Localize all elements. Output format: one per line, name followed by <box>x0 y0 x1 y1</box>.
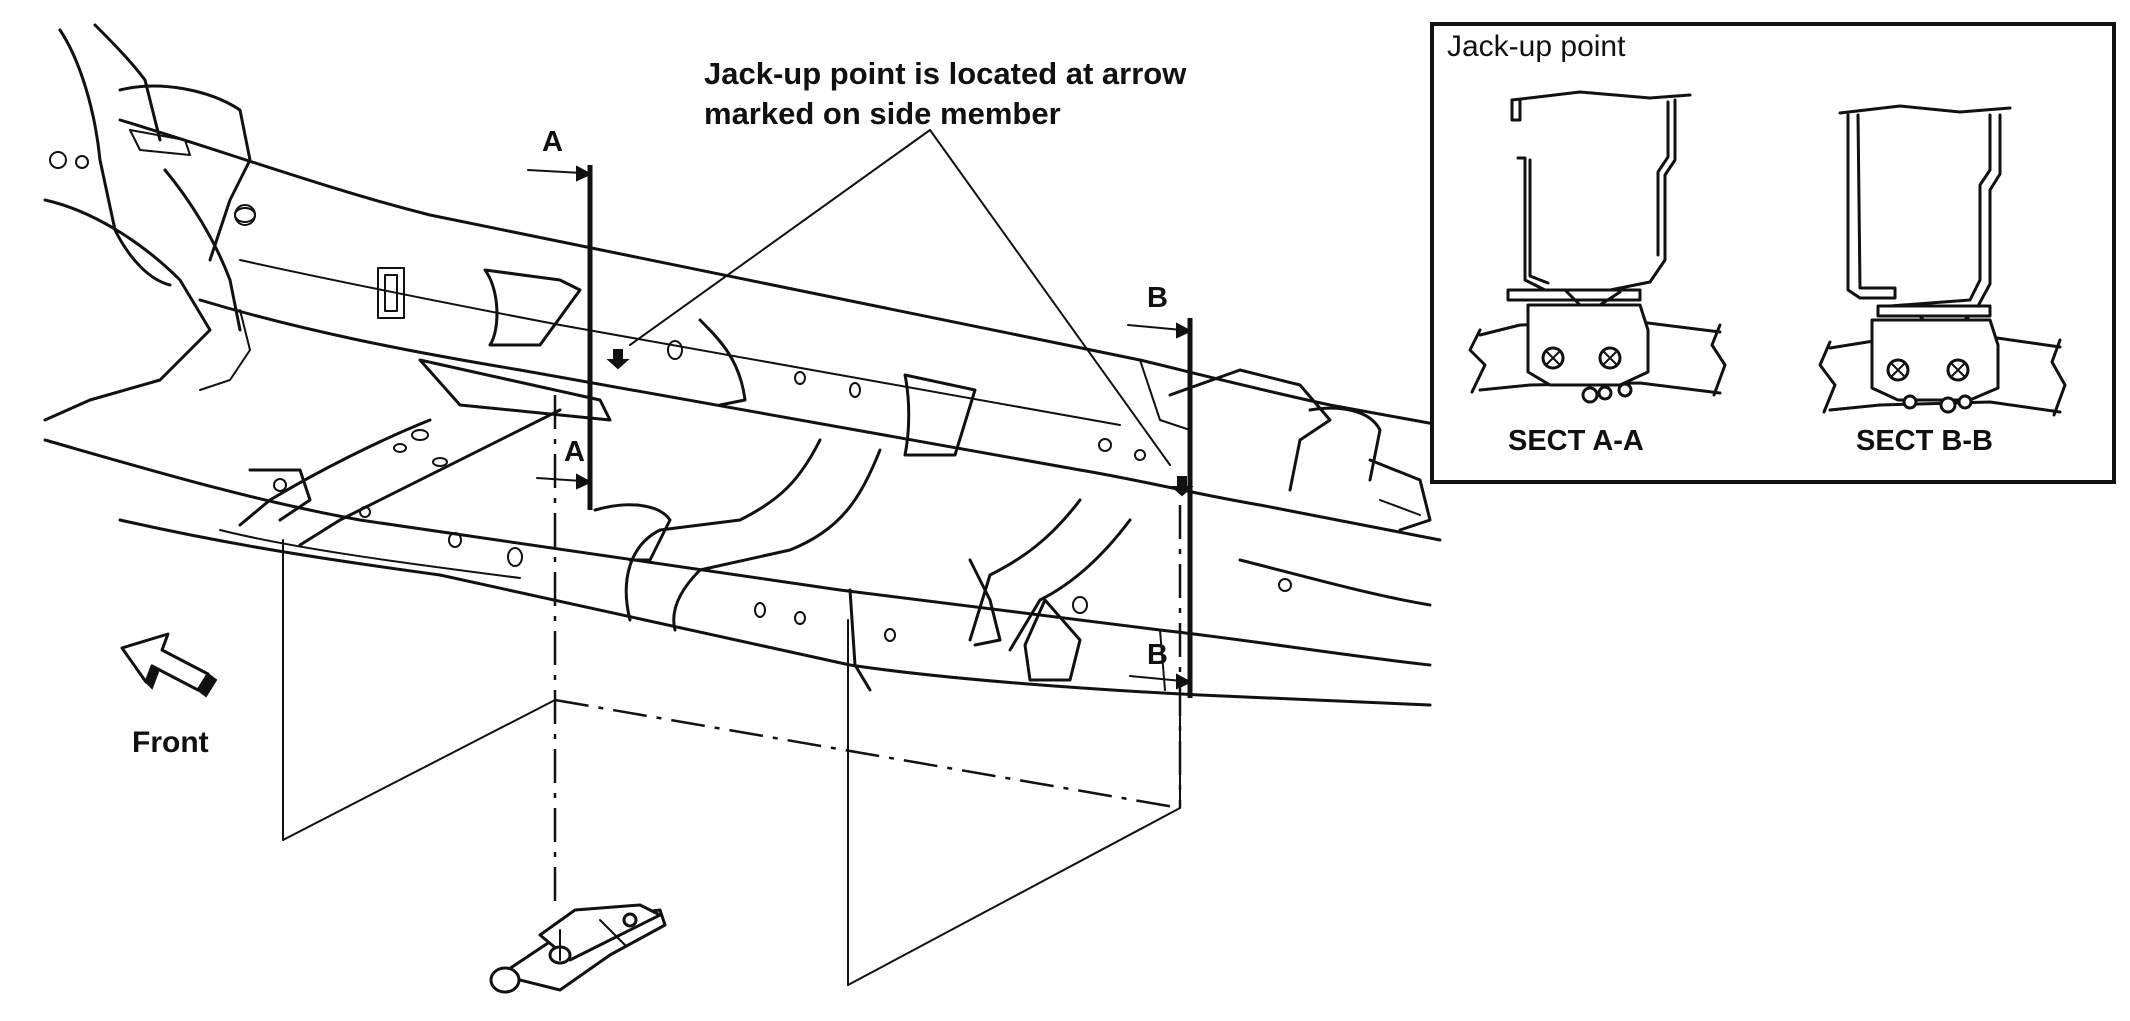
section-b-label: SECT B-B <box>1856 425 1993 457</box>
projection-lines <box>282 395 1182 986</box>
callout-line-2: marked on side member <box>704 96 1061 131</box>
jack-up-arrows <box>606 349 1194 497</box>
jack-up-callout: Jack-up point is located at arrow marked… <box>704 54 1186 134</box>
section-line-a <box>527 165 593 510</box>
front-arrow-icon <box>120 632 218 698</box>
section-marker-b-bottom: B <box>1147 639 1168 671</box>
section-marker-a-top: A <box>542 126 563 158</box>
section-marker-b-top: B <box>1147 282 1168 314</box>
inset-title: Jack-up point <box>1447 30 1626 63</box>
left-side-member <box>118 118 1442 542</box>
frame-holes <box>234 207 1292 642</box>
section-a-drawing <box>1468 90 1727 404</box>
section-b-drawing <box>1818 104 2067 417</box>
section-a-label: SECT A-A <box>1508 425 1644 457</box>
front-label: Front <box>132 726 209 759</box>
frame-brackets <box>248 267 1432 682</box>
inset-box <box>1430 22 2116 484</box>
section-marker-a-bottom: A <box>564 436 585 468</box>
callout-leaders <box>629 129 1171 466</box>
cross-members <box>238 358 1432 652</box>
front-suspension <box>43 23 256 422</box>
floor-jack <box>489 903 667 994</box>
callout-line-1: Jack-up point is located at arrow <box>704 56 1187 91</box>
right-side-member <box>43 438 1432 707</box>
